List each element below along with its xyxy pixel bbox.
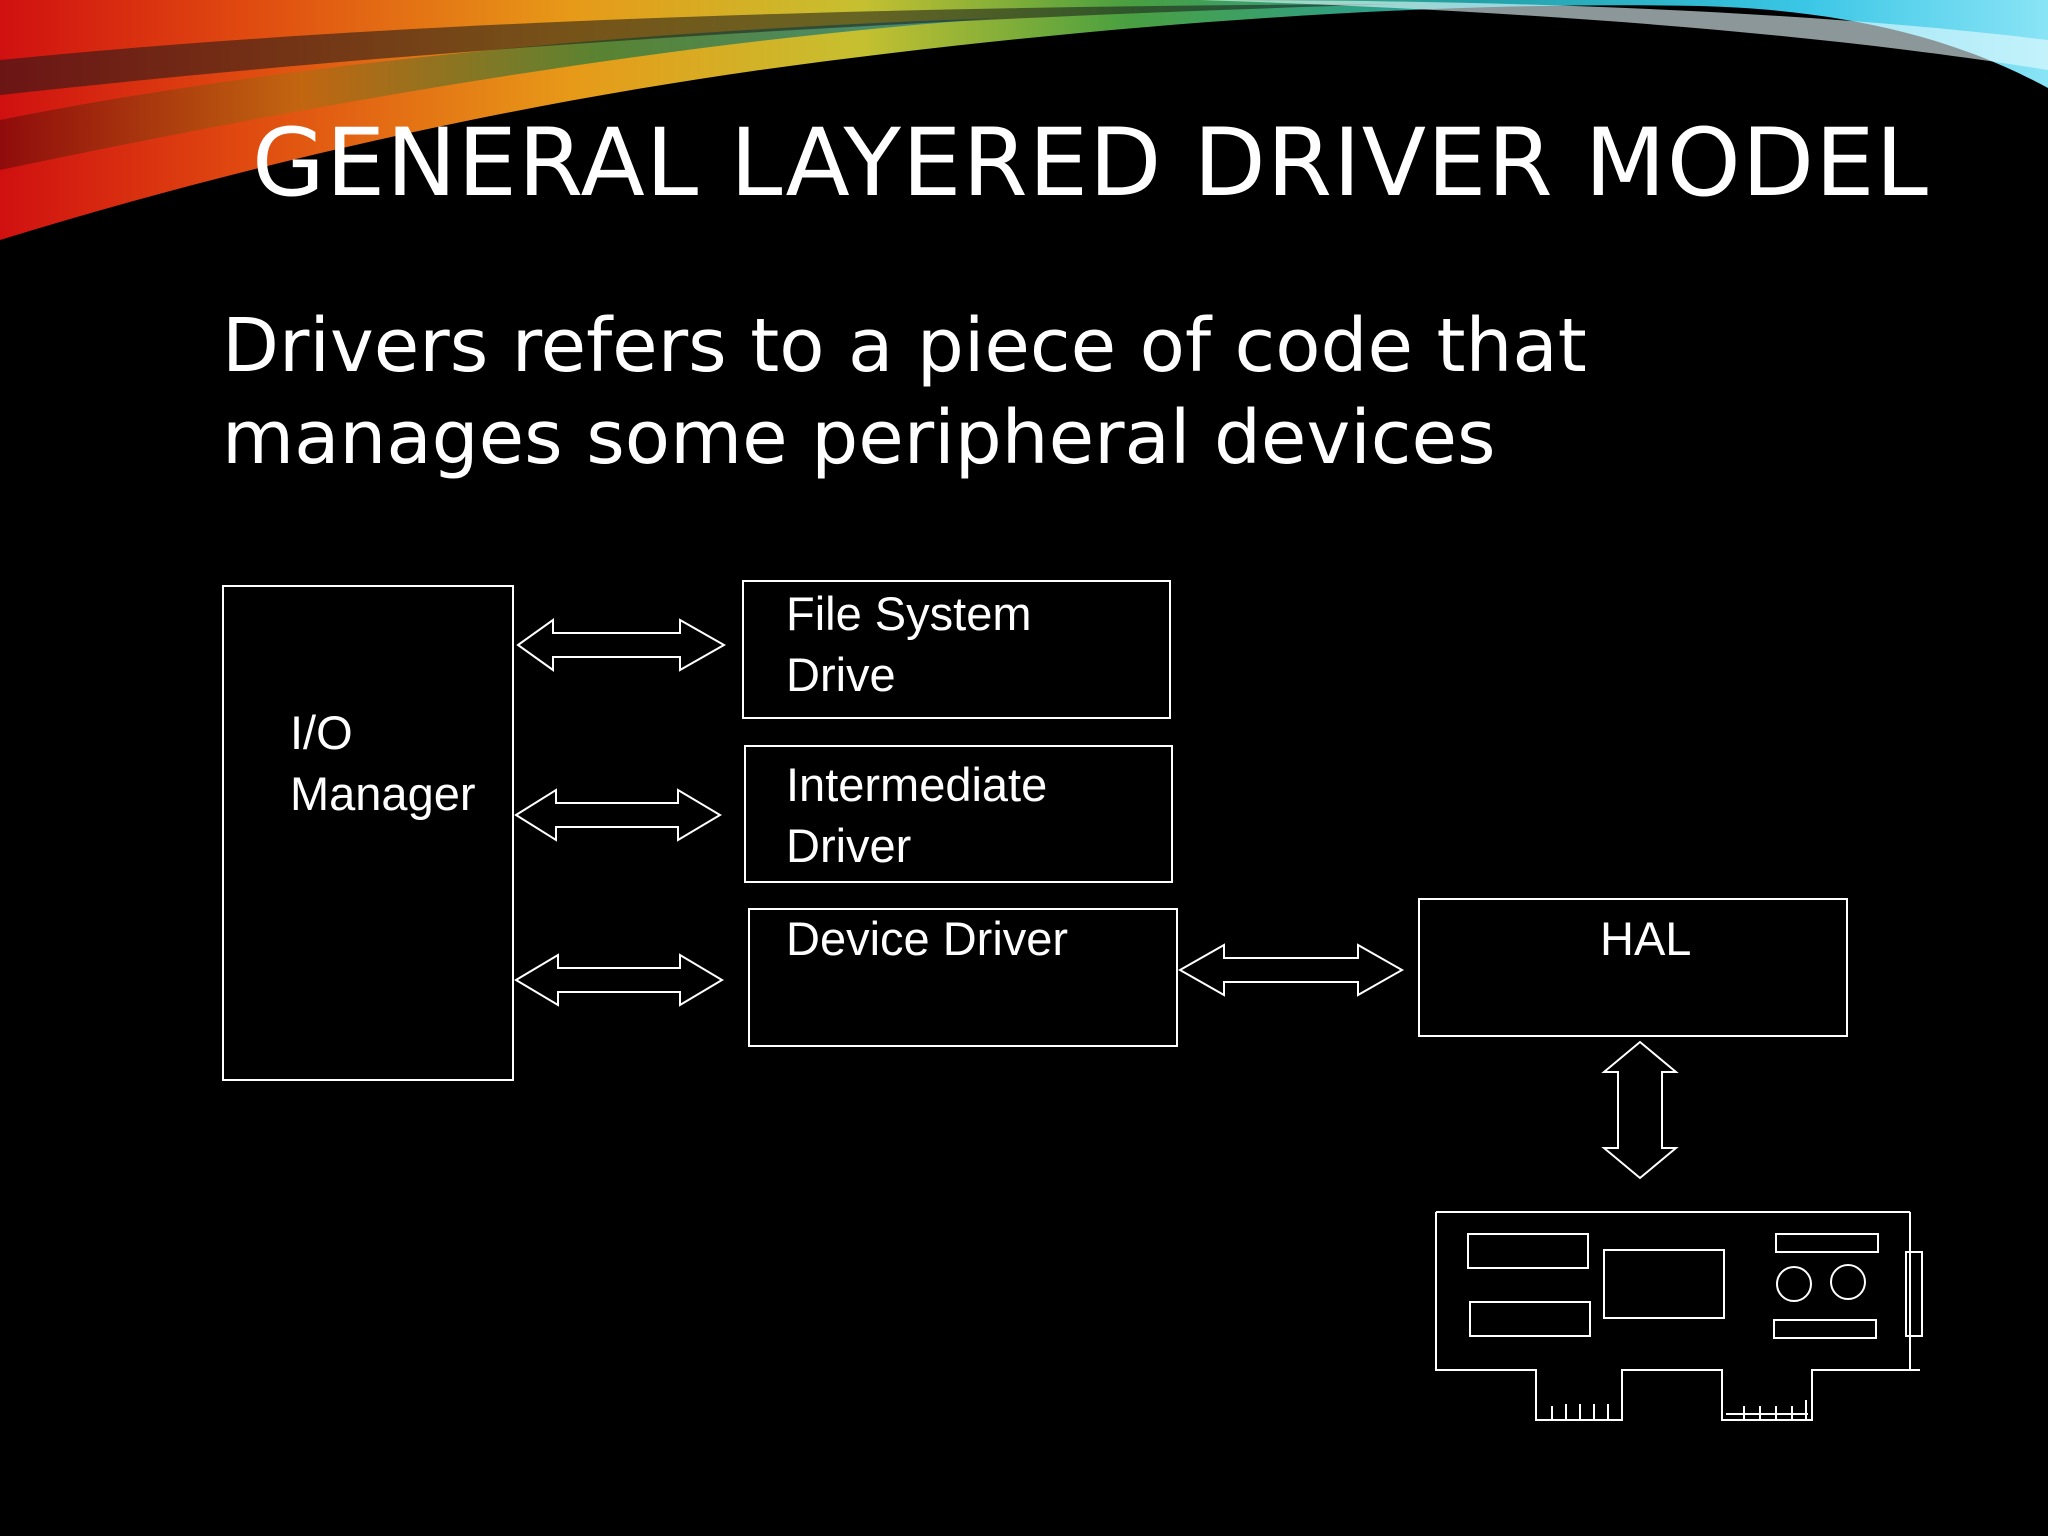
intermediate-driver-line-1: Intermediate bbox=[786, 758, 1048, 811]
double-arrow-devicedriver-hal bbox=[1177, 943, 1405, 997]
device-driver-label: Device Driver bbox=[786, 912, 1069, 965]
double-arrow-io-intermediate bbox=[514, 788, 722, 842]
subtitle-line-1: Drivers refers to a piece of code that bbox=[222, 303, 1587, 389]
double-arrow-hal-hardware bbox=[1601, 1040, 1679, 1180]
file-system-line-2: Drive bbox=[786, 648, 896, 701]
intermediate-driver-box bbox=[744, 745, 1173, 883]
double-arrow-io-filesystem bbox=[516, 618, 727, 672]
io-manager-line-2: Manager bbox=[290, 767, 476, 820]
hal-box bbox=[1418, 898, 1848, 1037]
io-manager-label: I/O Manager bbox=[290, 702, 476, 824]
subtitle-line-2: manages some peripheral devices bbox=[222, 395, 1496, 481]
file-system-line-1: File System bbox=[786, 587, 1032, 640]
intermediate-driver-line-2: Driver bbox=[786, 819, 912, 872]
decorative-ribbon bbox=[0, 0, 2048, 240]
device-driver-box bbox=[748, 908, 1178, 1047]
hal-label: HAL bbox=[1600, 912, 1692, 965]
file-system-box bbox=[742, 580, 1171, 719]
slide-subtitle: Drivers refers to a piece of code that m… bbox=[222, 300, 1822, 484]
file-system-label: File System Drive bbox=[786, 583, 1032, 705]
double-arrow-io-devicedriver bbox=[514, 953, 724, 1007]
io-manager-line-1: I/O bbox=[290, 706, 353, 759]
io-manager-box bbox=[222, 585, 514, 1081]
intermediate-driver-label: Intermediate Driver bbox=[786, 754, 1047, 876]
hardware-card-icon bbox=[1435, 1211, 1923, 1421]
slide-title: GENERAL LAYERED DRIVER MODEL bbox=[252, 109, 1929, 218]
